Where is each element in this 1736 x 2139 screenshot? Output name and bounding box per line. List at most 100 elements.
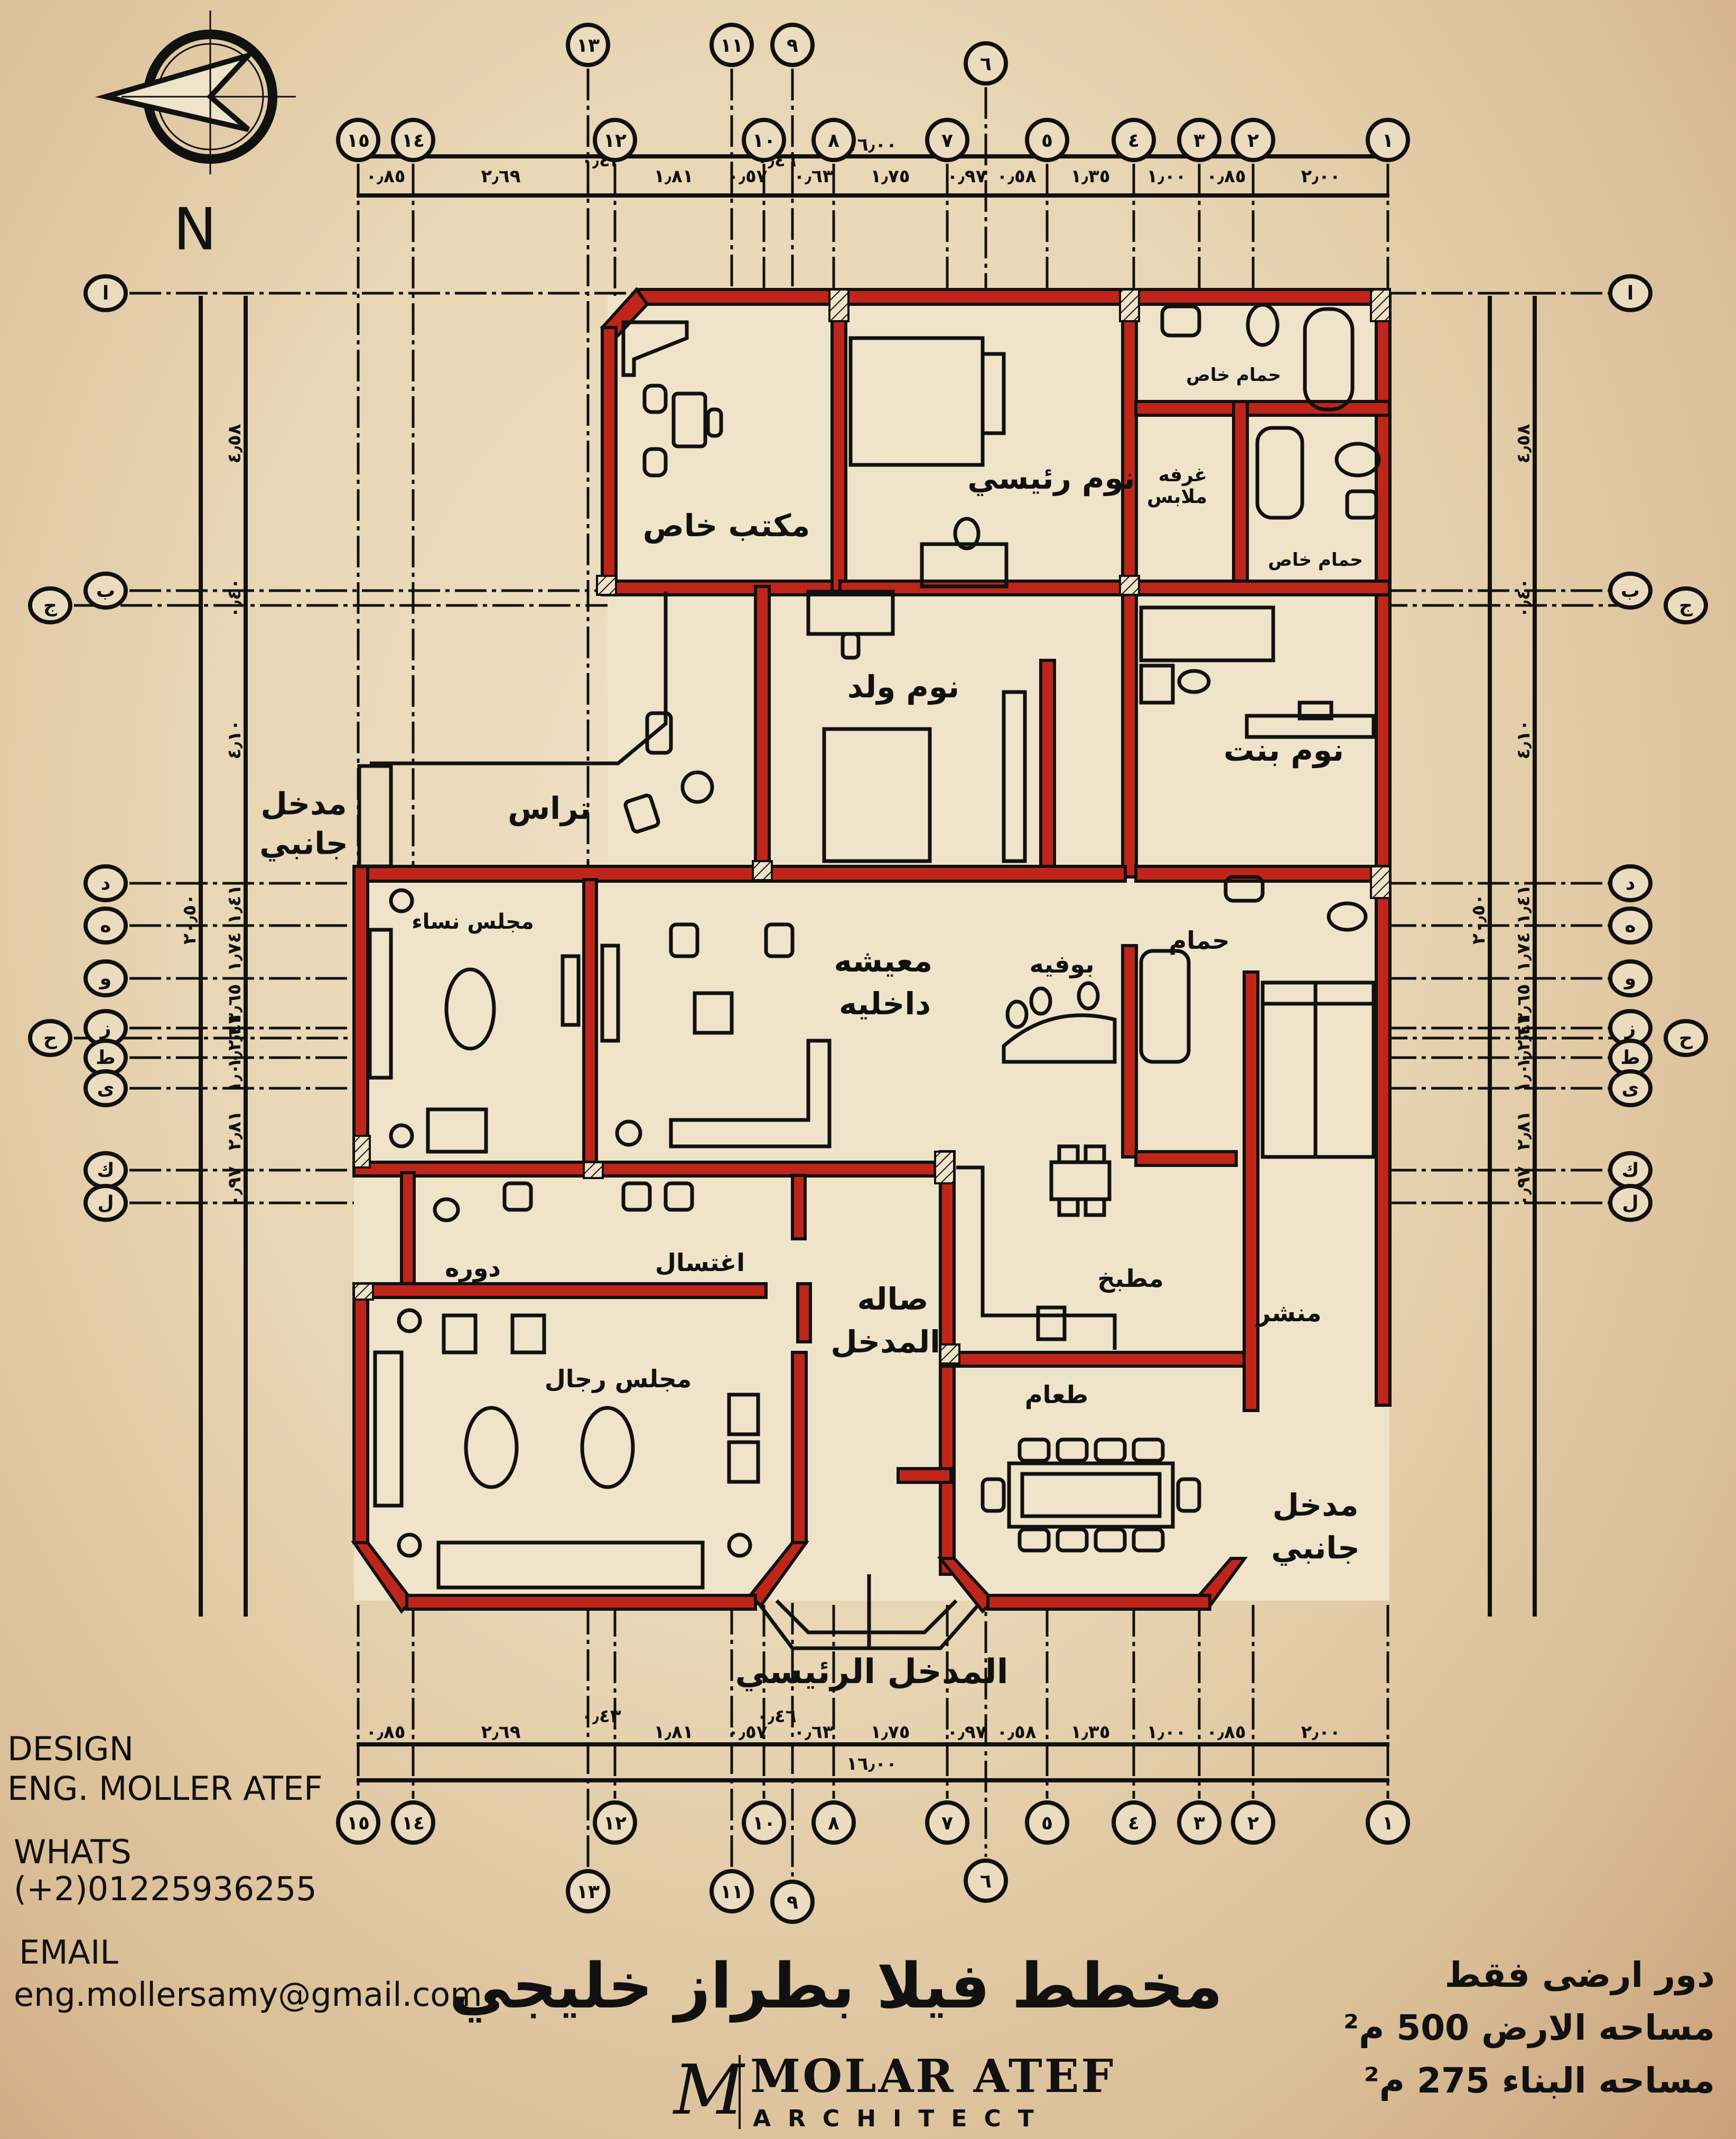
grid-axis-label: ٣ (1193, 1813, 1205, 1834)
grid-axis-bubble: د (1608, 864, 1653, 902)
designer-name: ENG. MOLLER ATEF (7, 1769, 323, 1808)
grid-axis-bubble: ١١ (710, 1869, 754, 1913)
grid-axis-label: ١١ (720, 1881, 743, 1903)
grid-axis-bubble: ١٣ (566, 1869, 610, 1913)
grid-axis-bubble: ٨ (811, 1800, 856, 1845)
grid-axis-label: ١٥ (347, 1813, 370, 1834)
whats-label: WHATS (14, 1833, 132, 1871)
dimension-label: ٠٫٨٥ (1207, 166, 1246, 187)
grid-axis-bubble: ا (1608, 274, 1653, 312)
dining-chair-icon (1132, 1437, 1165, 1463)
dimension-total: ٢٠٫٥٠ (179, 894, 200, 945)
grid-axis-label: ب (96, 580, 115, 602)
room-label-main-entrance: المدخل الرئيسي (735, 1652, 1009, 1692)
grid-axis-bubble: ١٥ (336, 1800, 380, 1845)
dimension-label: ٠٫٥٨ (997, 166, 1037, 187)
grid-axis-label: ٨ (828, 130, 839, 152)
dimension-total: ١٦٫٠٠ (846, 1753, 897, 1774)
grid-axis-bubble: ١ (1366, 118, 1410, 162)
grid-axis-label: ه (100, 915, 111, 937)
grid-axis-bubble: ك (1608, 1151, 1653, 1189)
grid-axis-label: ب (1621, 580, 1640, 602)
room-label-men-majlis: مجلس رجال (544, 1365, 692, 1393)
dimension-label: ٠٫٤٠ (1513, 578, 1534, 618)
room-label-side-entrance-east: مدخل جانبي (1271, 1487, 1360, 1566)
grid-axis-bubble: ا (83, 274, 128, 312)
room-label-bath: حمام (1169, 926, 1230, 955)
grid-axis-bubble: ج (1664, 586, 1708, 624)
dining-chair-icon (1094, 1527, 1127, 1553)
logo-divider (739, 2055, 741, 2129)
grid-axis-label: ل (1622, 1192, 1638, 1214)
dimension-lines (199, 154, 1537, 1782)
grid-axis-bubble: ٩ (770, 1880, 815, 1924)
grid-axis-label: ا (102, 283, 109, 304)
grid-axis-label: ز (1624, 1017, 1636, 1039)
building-area: مساحه البناء 275 م² (1364, 2060, 1715, 2101)
grid-axis-bubble: ل (1608, 1184, 1653, 1222)
grid-axis-bubble: ح (28, 1019, 72, 1057)
grid-axis-bubble: ٢ (1231, 1800, 1275, 1845)
grid-axis-bubble: ٦ (964, 1858, 1008, 1903)
grid-axis-label: ل (97, 1192, 114, 1214)
phone-number[interactable]: (+2)01225936255 (14, 1870, 317, 1908)
dimension-label: ١٫٠٠ (1147, 1722, 1187, 1743)
email-address[interactable]: eng.mollersamy@gmail.com (14, 1975, 482, 2014)
dimension-label: ١٫٠٠ (1513, 1053, 1534, 1092)
dimension-label: ٠٫٥٧ (728, 166, 768, 187)
grid-axis-label: ا (1627, 283, 1634, 304)
dimension-label: ١٫٧٥ (871, 166, 910, 187)
dimension-label: ٠٫٩٧ (1513, 1166, 1534, 1206)
grid-axis-label: ٤ (1128, 1813, 1140, 1834)
room-label-side-entrance-west: مدخل جانبي (259, 786, 348, 862)
dining-chair-icon (1094, 1437, 1127, 1463)
grid-axis-bubble: ز (83, 1009, 128, 1047)
grid-axis-bubble: ل (83, 1184, 128, 1222)
grid-axis-label: ٦ (980, 53, 992, 75)
grid-axis-bubble: ١١ (710, 23, 754, 67)
grid-axis-label: ١٠ (752, 130, 776, 152)
north-arrow-icon (95, 11, 296, 174)
dimension-label: ٢٫٠٠ (1301, 1722, 1341, 1743)
dimension-label: ٠٫٨٥ (1207, 1722, 1246, 1743)
grid-axis-bubble: ك (83, 1151, 128, 1189)
dimension-label: ١٫٨١ (654, 1722, 694, 1743)
dimension-label: ١٫٦٥ (224, 984, 245, 1024)
grid-axis-label: ى (97, 1078, 115, 1099)
dimension-label: ١٫٣٥ (1071, 166, 1110, 187)
logo-subtitle: ARCHITECT (753, 2105, 1051, 2132)
grid-axis-bubble: ه (1608, 907, 1653, 945)
dimension-label: ٢٫٨١ (1513, 1111, 1534, 1151)
room-label-dressing-room: غرفه ملابس (1146, 464, 1207, 508)
grid-axis-bubble: ٤ (1112, 1800, 1156, 1845)
dimension-label: ٠٫٩٧ (947, 1722, 987, 1743)
dimension-label: ١٫٦٥ (1513, 984, 1534, 1024)
grid-axis-bubble: ب (1608, 572, 1653, 610)
dimension-label: ١٫٧٥ (871, 1722, 910, 1743)
dimension-label: ٤٫١٠ (1513, 720, 1534, 760)
room-label-master-bedroom: نوم رئيسي (967, 460, 1135, 496)
dining-chair-icon (1018, 1437, 1051, 1463)
furniture (357, 303, 1381, 1650)
grid-axis-label: ١ (1382, 130, 1394, 152)
dimension-label: ٠٫٦٣ (794, 166, 834, 187)
room-label-kitchen: مطبخ (1097, 1264, 1164, 1293)
grid-axis-bubble: ١٠ (742, 1800, 786, 1845)
grid-axis-label: ١٥ (347, 130, 370, 152)
room-label-boy-bedroom: نوم ولد (847, 669, 960, 705)
floor-note: دور ارضى فقط (1444, 1955, 1715, 1995)
grid-axis-bubble: ب (83, 572, 128, 610)
room-label-family-living: معيشه داخليه (834, 942, 932, 1022)
grid-axis-bubble: ج (28, 586, 72, 624)
room-label-laundry: منشر (1256, 1299, 1322, 1327)
dining-chair-icon (1176, 1477, 1201, 1513)
dimension-label: ٠٫٤٣ (582, 1706, 621, 1727)
grid-axis-bubble: ١٢ (593, 118, 637, 162)
dimension-label: ١٫٧٤ (1513, 932, 1534, 972)
dimension-label: ١٫٤١ (224, 885, 245, 924)
grid-axis-bubble: ١٤ (391, 1800, 435, 1845)
land-area: مساحه الارض 500 م² (1343, 2007, 1715, 2048)
grid-axis-label: ٤ (1128, 130, 1140, 152)
dimension-label: ٢٫٨١ (224, 1111, 245, 1151)
